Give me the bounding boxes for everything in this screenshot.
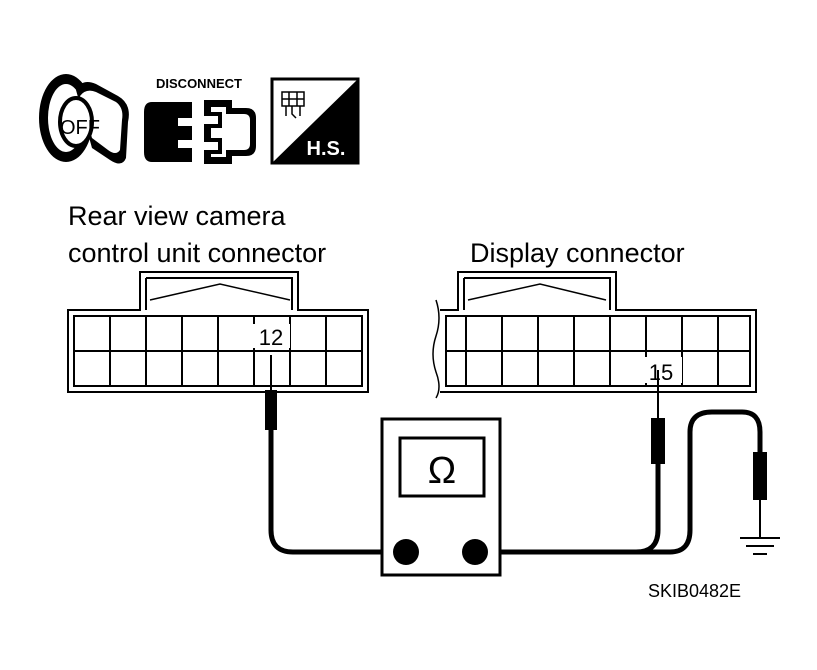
harness-side-icon: H.S. [270, 77, 360, 165]
camera-pin-12-label: 12 [259, 325, 283, 350]
probe-lead-pin-12 [265, 355, 398, 555]
figure-code: SKIB0482E [648, 581, 741, 601]
ground-icon [740, 537, 780, 555]
camera-connector-label-line2: control unit connector [68, 238, 326, 268]
camera-connector-label-line1: Rear view camera [68, 201, 287, 231]
harness-side-label: H.S. [307, 138, 346, 160]
ignition-off-label: OFF [60, 117, 100, 139]
ohmmeter: Ω [380, 417, 502, 577]
display-connector [432, 271, 757, 399]
ground-lead [472, 409, 780, 555]
display-pin-15-label: 15 [649, 360, 673, 385]
ohm-symbol-display: Ω [428, 450, 456, 492]
ignition-switch-off-icon: OFF [39, 74, 129, 164]
disconnect-connector-icon: DISCONNECT [144, 76, 256, 164]
display-connector-label: Display connector [470, 238, 685, 268]
meter-terminal-left [393, 539, 419, 565]
meter-terminal-right [462, 539, 488, 565]
camera-control-unit-connector [67, 271, 369, 393]
disconnect-label: DISCONNECT [156, 76, 242, 91]
